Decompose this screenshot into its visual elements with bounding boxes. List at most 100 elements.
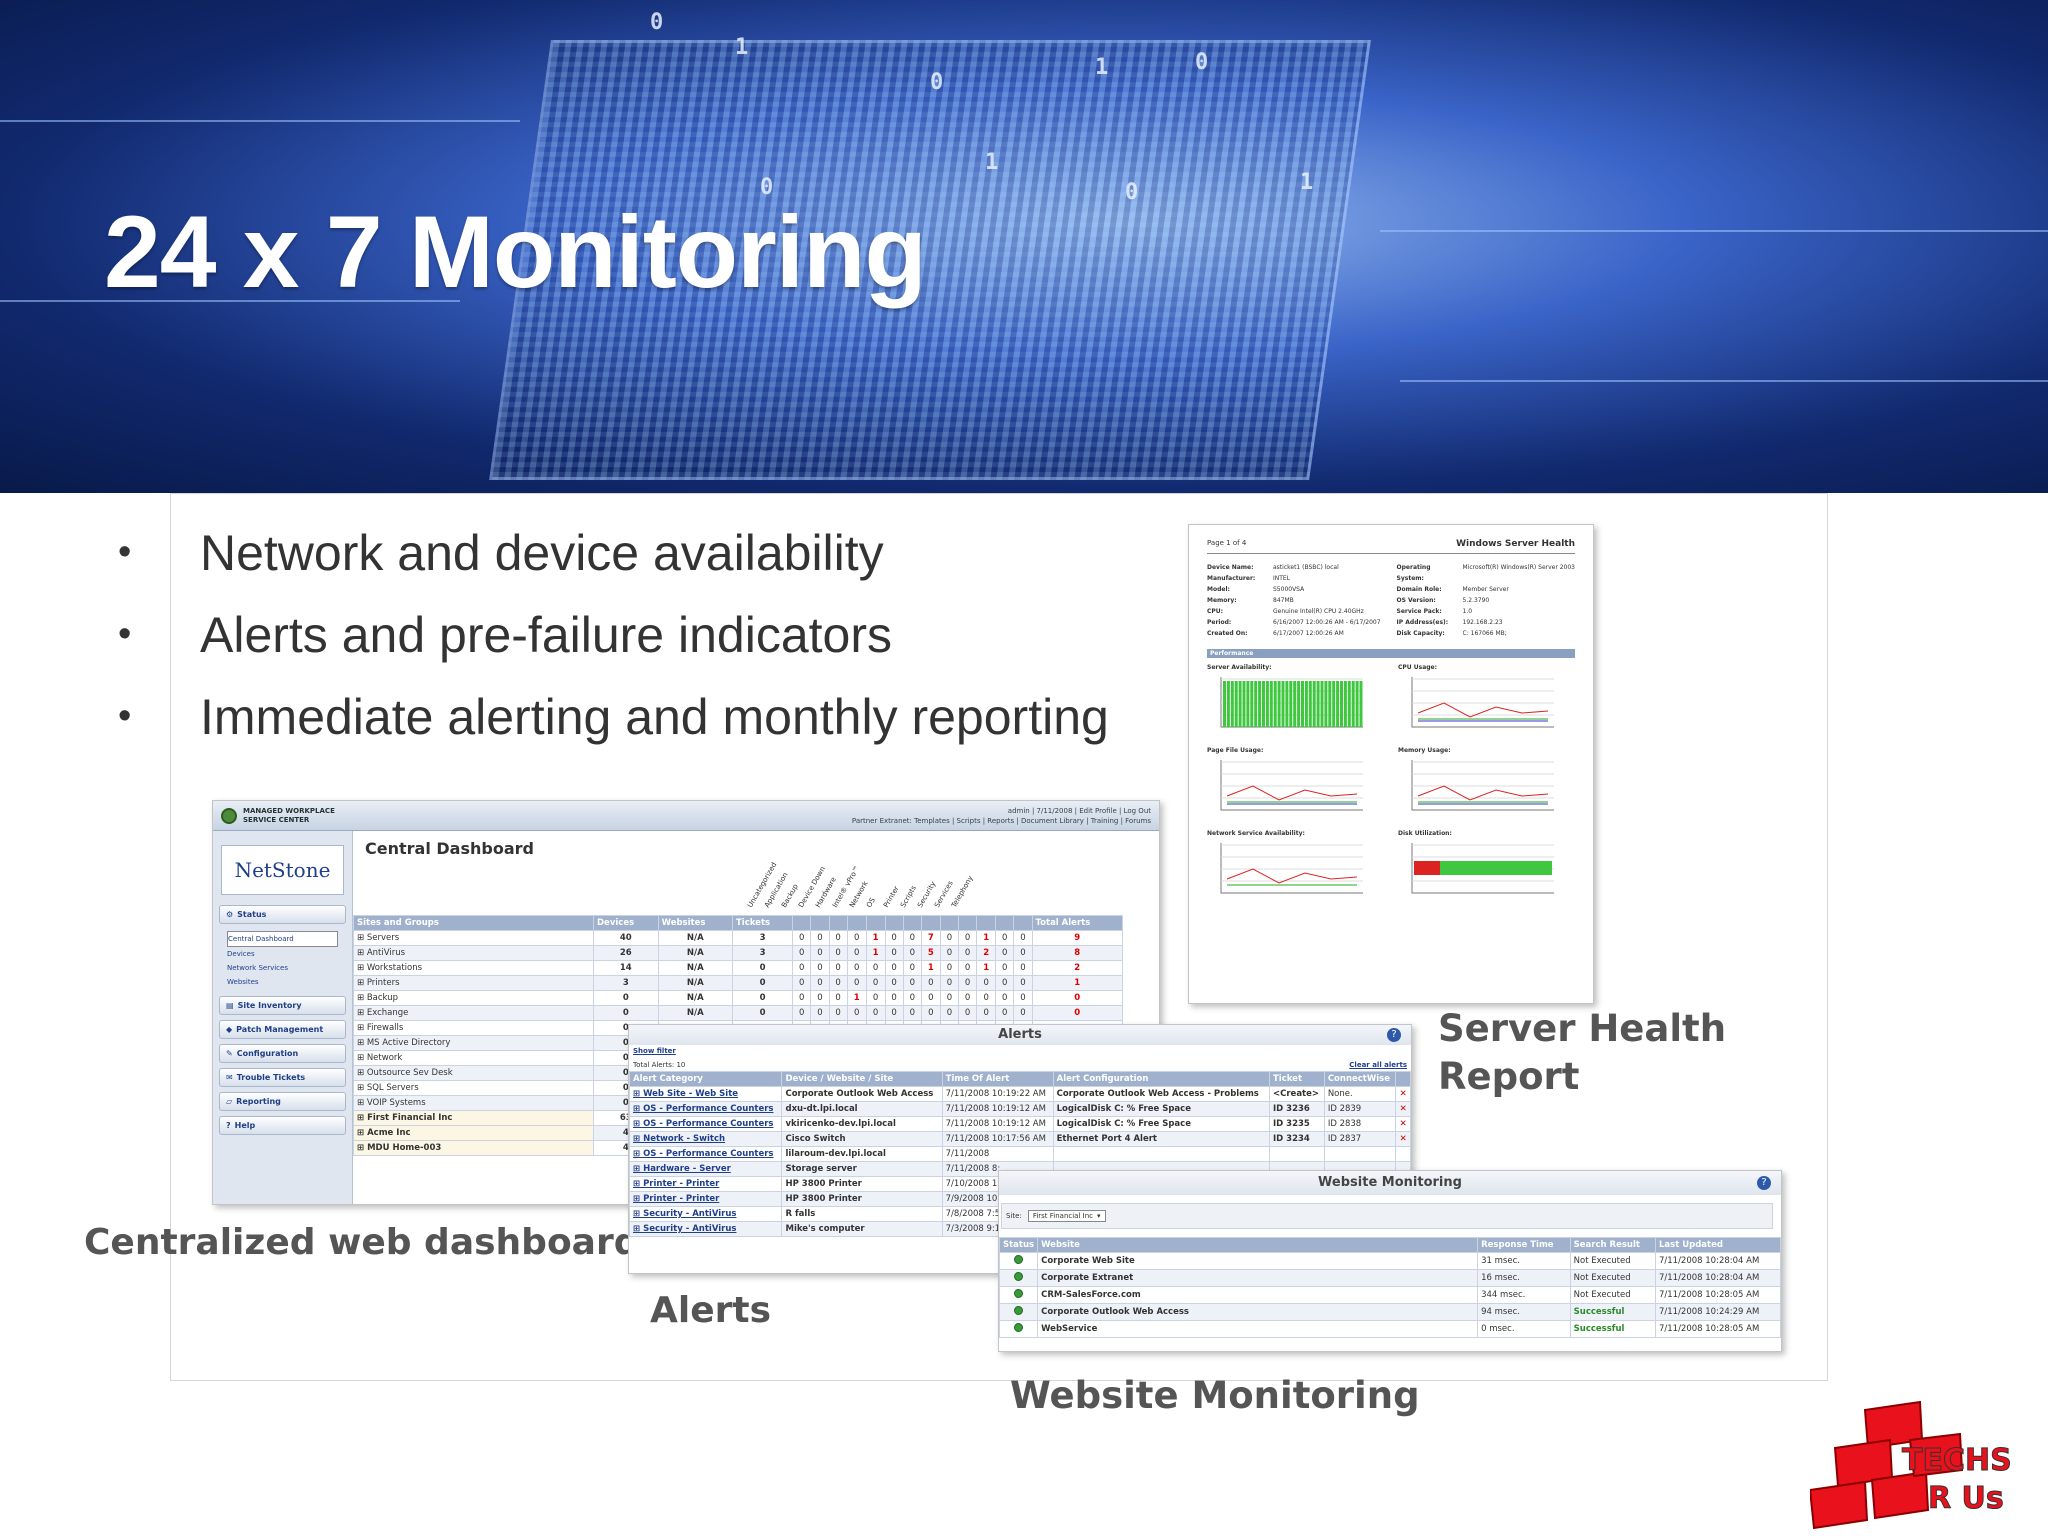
- alert-ticket-cell[interactable]: ID 3235: [1269, 1116, 1325, 1132]
- column-header[interactable]: Total Alerts: [1031, 915, 1123, 931]
- category-count-cell[interactable]: 0: [828, 960, 848, 976]
- site-name-cell[interactable]: ⊞ Outsource Sev Desk: [353, 1065, 594, 1081]
- column-header[interactable]: Alert Configuration: [1052, 1071, 1271, 1087]
- category-count-cell[interactable]: 0: [846, 975, 867, 991]
- category-count-cell[interactable]: 2: [976, 945, 997, 961]
- site-name-cell[interactable]: ⊞ MS Active Directory: [353, 1035, 594, 1051]
- category-count-cell[interactable]: 0: [884, 930, 904, 946]
- category-count-cell[interactable]: 1: [865, 945, 886, 961]
- column-header[interactable]: Response Time: [1477, 1237, 1571, 1253]
- website-name-cell[interactable]: Corporate Outlook Web Access: [1037, 1303, 1479, 1321]
- category-count-cell[interactable]: 0: [828, 930, 848, 946]
- close-icon[interactable]: ✕: [1395, 1131, 1411, 1147]
- category-count-cell[interactable]: 1: [920, 960, 941, 976]
- alert-connectwise-cell[interactable]: ID 2839: [1323, 1101, 1397, 1117]
- category-count-cell[interactable]: 0: [958, 1005, 978, 1021]
- clear-all-alerts-link[interactable]: Clear all alerts: [1349, 1061, 1407, 1069]
- category-count-cell[interactable]: 0: [920, 975, 941, 991]
- website-name-cell[interactable]: Corporate Extranet: [1037, 1269, 1479, 1287]
- category-count-cell[interactable]: 0: [884, 960, 904, 976]
- category-count-cell[interactable]: 0: [902, 930, 922, 946]
- category-count-cell[interactable]: 0: [828, 1005, 848, 1021]
- category-count-cell[interactable]: 0: [958, 945, 978, 961]
- column-header[interactable]: Sites and Groups: [353, 915, 594, 931]
- site-name-cell[interactable]: ⊞ MDU Home-003: [353, 1140, 594, 1156]
- category-count-cell[interactable]: 0: [902, 945, 922, 961]
- category-count-cell[interactable]: 0: [810, 945, 830, 961]
- category-count-cell[interactable]: 0: [995, 990, 1015, 1006]
- alert-ticket-cell[interactable]: <Create>: [1269, 1086, 1325, 1102]
- category-count-cell[interactable]: 0: [792, 1005, 812, 1021]
- alert-category-link[interactable]: ⊞ Web Site - Web Site: [629, 1086, 783, 1102]
- category-count-cell[interactable]: 0: [976, 975, 997, 991]
- site-name-cell[interactable]: ⊞ Printers: [353, 975, 594, 991]
- category-count-cell[interactable]: 0: [810, 960, 830, 976]
- category-count-cell[interactable]: 0: [846, 960, 867, 976]
- sidebar-section-patch-management[interactable]: ◆Patch Management: [219, 1020, 346, 1039]
- close-icon[interactable]: ✕: [1395, 1086, 1411, 1102]
- sidebar-section-status[interactable]: ⚙Status: [219, 905, 346, 924]
- category-count-cell[interactable]: 0: [995, 960, 1015, 976]
- category-count-cell[interactable]: 0: [792, 945, 812, 961]
- category-count-cell[interactable]: 0: [920, 990, 941, 1006]
- help-icon[interactable]: ?: [1387, 1028, 1401, 1042]
- column-header[interactable]: Websites: [657, 915, 734, 931]
- category-count-cell[interactable]: 0: [958, 960, 978, 976]
- category-count-cell[interactable]: 0: [902, 990, 922, 1006]
- category-count-cell[interactable]: 0: [1013, 990, 1033, 1006]
- close-icon[interactable]: [1395, 1146, 1411, 1162]
- category-count-cell[interactable]: 0: [810, 1005, 830, 1021]
- site-name-cell[interactable]: ⊞ Firewalls: [353, 1020, 594, 1036]
- category-count-cell[interactable]: 0: [1013, 1005, 1033, 1021]
- site-name-cell[interactable]: ⊞ SQL Servers: [353, 1080, 594, 1096]
- site-name-cell[interactable]: ⊞ VOIP Systems: [353, 1095, 594, 1111]
- site-name-cell[interactable]: ⊞ Backup: [353, 990, 594, 1006]
- close-icon[interactable]: ✕: [1395, 1101, 1411, 1117]
- category-count-cell[interactable]: 0: [995, 1005, 1015, 1021]
- site-name-cell[interactable]: ⊞ Acme Inc: [353, 1125, 594, 1141]
- category-count-cell[interactable]: 0: [884, 975, 904, 991]
- alert-category-link[interactable]: ⊞ Printer - Printer: [629, 1191, 783, 1207]
- column-header[interactable]: Alert Category: [629, 1071, 783, 1087]
- alert-category-link[interactable]: ⊞ OS - Performance Counters: [629, 1146, 783, 1162]
- category-count-cell[interactable]: 0: [1013, 960, 1033, 976]
- alert-connectwise-cell[interactable]: [1323, 1146, 1397, 1162]
- category-count-cell[interactable]: 5: [920, 945, 941, 961]
- category-count-cell[interactable]: 0: [995, 930, 1015, 946]
- category-count-cell[interactable]: 0: [976, 1005, 997, 1021]
- column-header[interactable]: Last Updated: [1654, 1237, 1781, 1253]
- category-count-cell[interactable]: 0: [865, 1005, 886, 1021]
- alert-category-link[interactable]: ⊞ Hardware - Server: [629, 1161, 783, 1177]
- website-name-cell[interactable]: CRM-SalesForce.com: [1037, 1286, 1479, 1304]
- category-count-cell[interactable]: 0: [884, 945, 904, 961]
- category-count-cell[interactable]: 0: [939, 1005, 960, 1021]
- category-count-cell[interactable]: 0: [1013, 975, 1033, 991]
- sidebar-section-site-inventory[interactable]: ▤Site Inventory: [219, 996, 346, 1015]
- sidebar-link-websites[interactable]: Websites: [227, 978, 259, 986]
- category-count-cell[interactable]: 0: [810, 975, 830, 991]
- category-count-cell[interactable]: 1: [976, 960, 997, 976]
- alert-connectwise-cell[interactable]: ID 2837: [1323, 1131, 1397, 1147]
- site-name-cell[interactable]: ⊞ First Financial Inc: [353, 1110, 594, 1126]
- category-count-cell[interactable]: 0: [792, 930, 812, 946]
- sidebar-link-devices[interactable]: Devices: [227, 950, 255, 958]
- alert-ticket-cell[interactable]: ID 3234: [1269, 1131, 1325, 1147]
- sidebar-link-central-dashboard[interactable]: Central Dashboard: [227, 931, 338, 947]
- category-count-cell[interactable]: 0: [846, 945, 867, 961]
- category-count-cell[interactable]: 7: [920, 930, 941, 946]
- sidebar-link-network-services[interactable]: Network Services: [227, 964, 288, 972]
- category-count-cell[interactable]: 0: [810, 930, 830, 946]
- category-count-cell[interactable]: 0: [958, 975, 978, 991]
- category-count-cell[interactable]: 1: [846, 990, 867, 1006]
- site-name-cell[interactable]: ⊞ Servers: [353, 930, 594, 946]
- category-count-cell[interactable]: 0: [1013, 945, 1033, 961]
